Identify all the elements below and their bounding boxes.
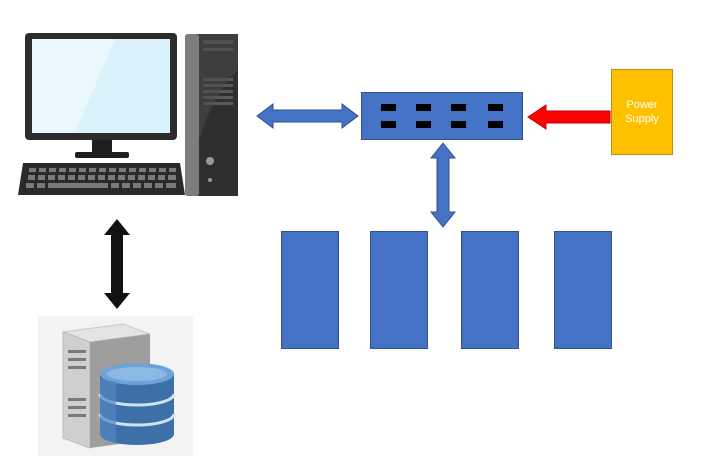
power-supply-box: Power Supply — [611, 69, 673, 155]
database-server-icon — [38, 316, 193, 456]
hub-port — [451, 104, 466, 111]
module-block — [370, 231, 428, 349]
hub-port — [381, 121, 396, 128]
hub-port — [451, 121, 466, 128]
hub-port — [488, 121, 503, 128]
hub-module-link-arrow — [429, 142, 457, 228]
module-block — [281, 231, 339, 349]
computer-hub-link-arrow — [256, 103, 359, 129]
power-link-arrow — [527, 104, 611, 130]
module-block — [461, 231, 519, 349]
power-supply-label: Power Supply — [625, 99, 659, 125]
hub-port — [416, 121, 431, 128]
hub-port — [488, 104, 503, 111]
network-hub — [361, 92, 523, 140]
hub-port — [381, 104, 396, 111]
desktop-computer-icon — [18, 33, 238, 196]
hub-port — [416, 104, 431, 111]
storage-link-arrow — [104, 219, 130, 309]
module-block — [554, 231, 612, 349]
